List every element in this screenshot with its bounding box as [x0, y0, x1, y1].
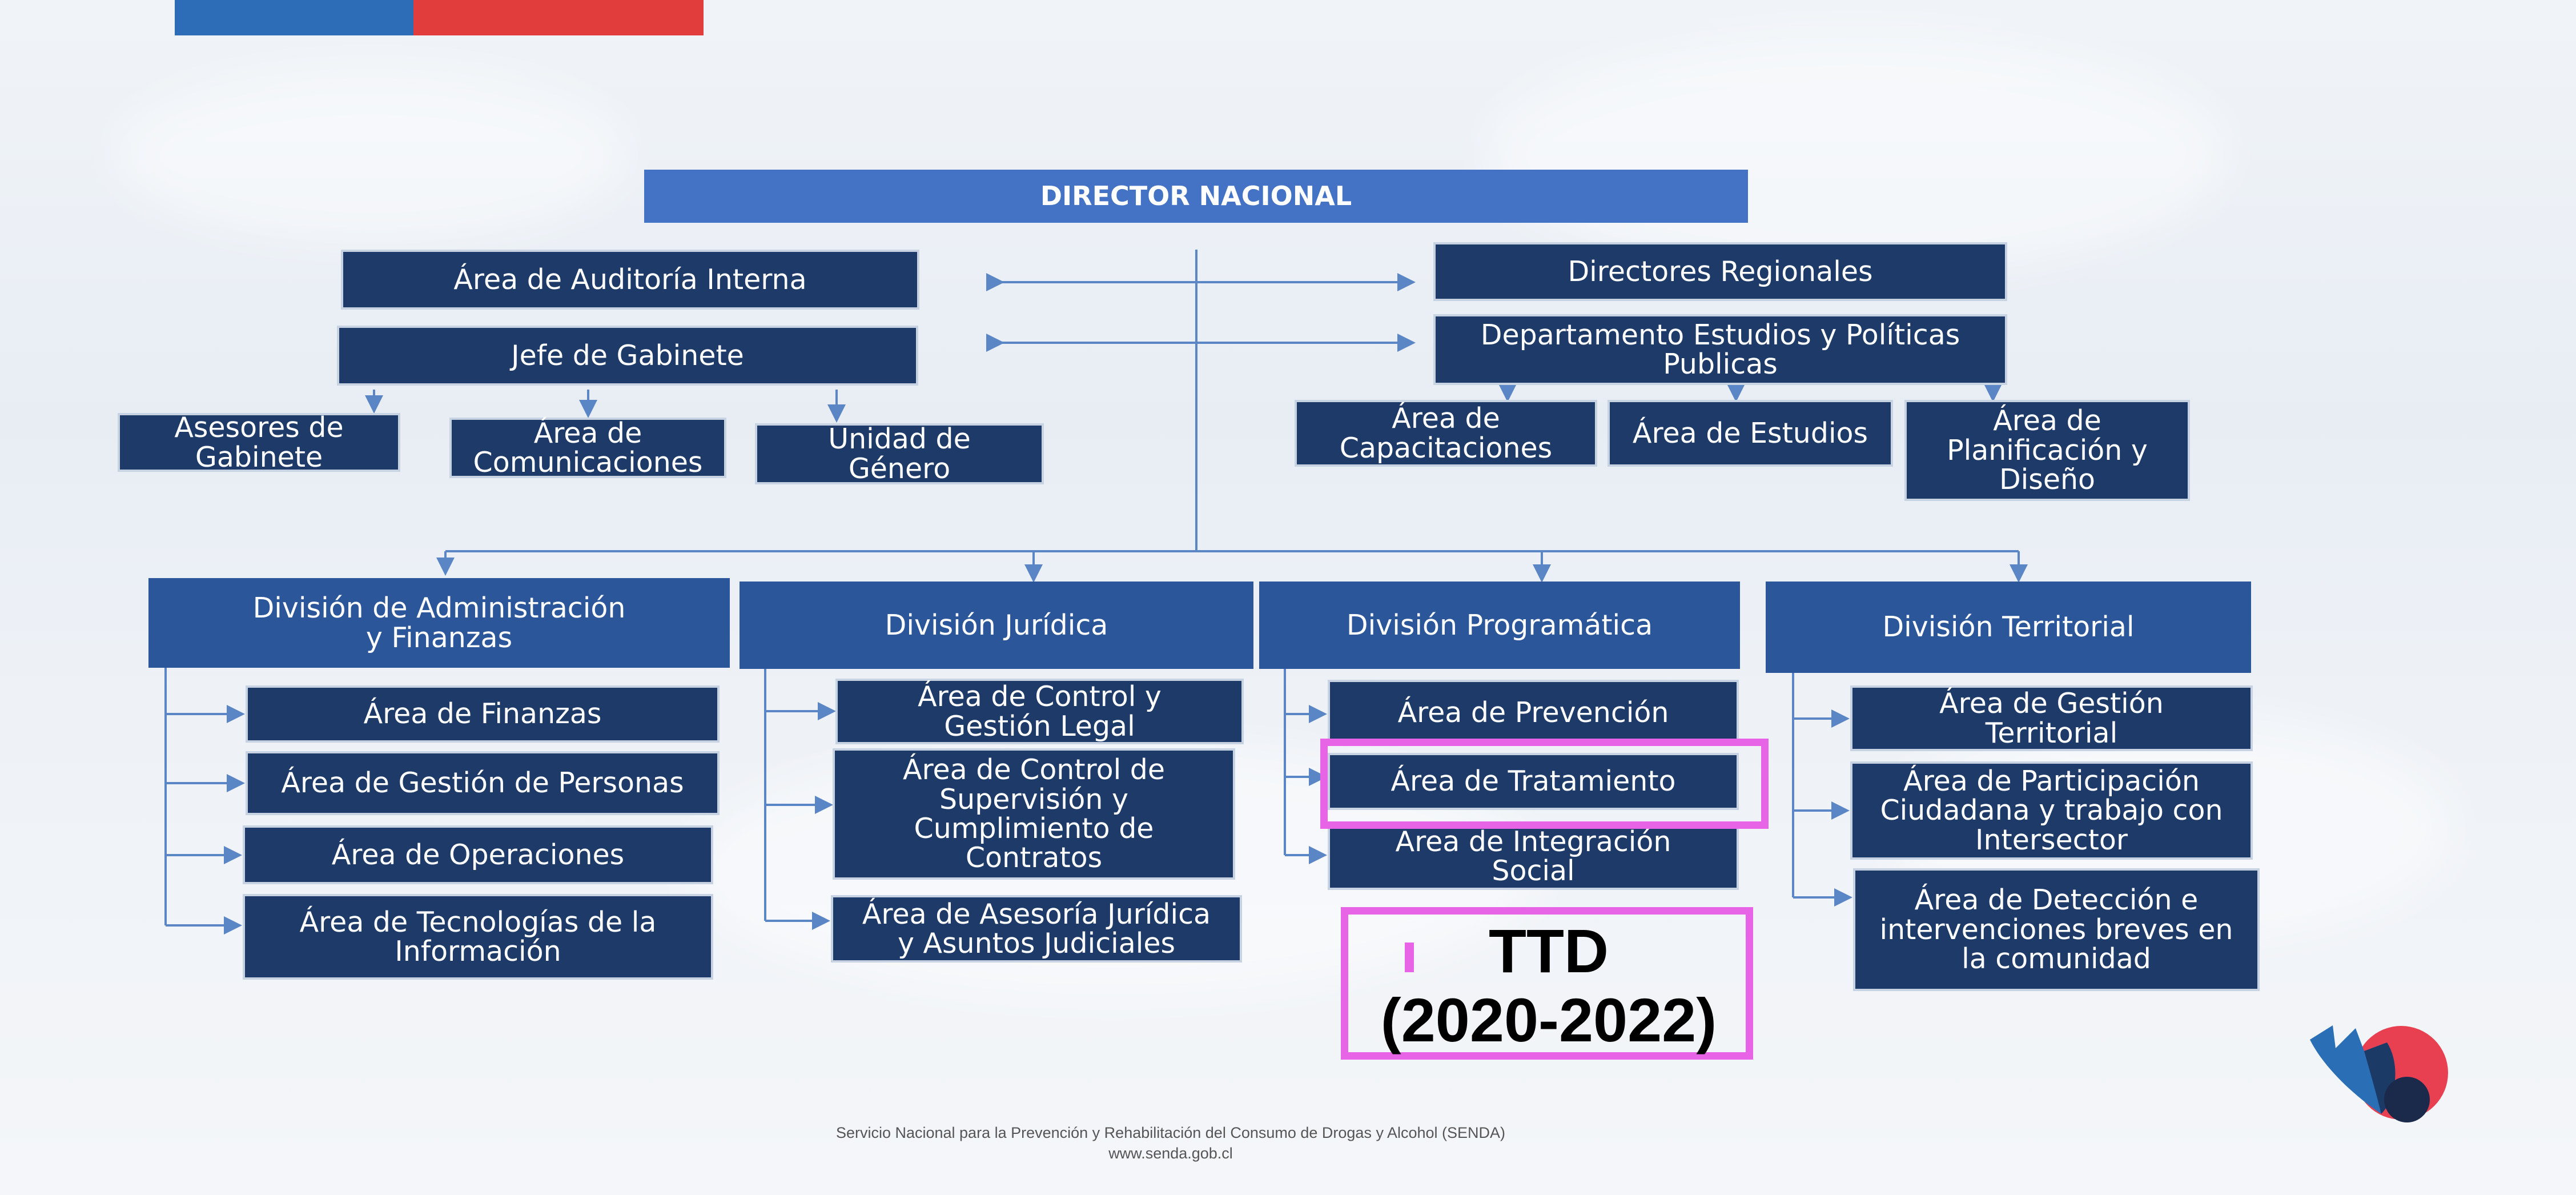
- senda-logo: [2310, 1025, 2448, 1122]
- background-cloud: [1485, 34, 2227, 274]
- area-gestion-de-personas: Área de Gestión de Personas: [246, 751, 720, 815]
- area-participacion-ciudadana: Área de Participación Ciudadana y trabaj…: [1850, 761, 2253, 860]
- area-de-finanzas: Área de Finanzas: [246, 685, 720, 743]
- area-integracion-social: Área de Integración Social: [1328, 823, 1739, 890]
- departamento-estudios-politicas: Departamento Estudios y Políticas Public…: [1433, 314, 2007, 385]
- area-de-operaciones: Área de Operaciones: [243, 825, 713, 884]
- brand-stripe-red: [413, 0, 704, 35]
- area-deteccion-intervenciones: Área de Detección e intervenciones breve…: [1853, 868, 2260, 991]
- area-asesoria-juridica: Área de Asesoría Jurídica y Asuntos Judi…: [831, 895, 1242, 963]
- area-gestion-territorial: Área de Gestión Territorial: [1850, 685, 2253, 751]
- area-auditoria-interna: Área de Auditoría Interna: [341, 250, 919, 310]
- director-nacional: DIRECTOR NACIONAL: [644, 170, 1748, 223]
- area-de-estudios: Área de Estudios: [1608, 400, 1893, 467]
- footer-url: www.senda.gob.cl: [1108, 1145, 1233, 1162]
- area-de-prevencion: Área de Prevención: [1328, 680, 1739, 745]
- division-juridica: División Jurídica: [740, 582, 1253, 669]
- background-cloud: [114, 69, 628, 240]
- area-tecnologias-informacion: Área de Tecnologías de la Información: [243, 894, 713, 980]
- unidad-de-genero: Unidad de Género: [755, 423, 1044, 484]
- area-de-capacitaciones: Área de Capacitaciones: [1295, 400, 1597, 467]
- division-administracion-finanzas: División de Administración y Finanzas: [148, 578, 730, 668]
- asesores-de-gabinete: Asesores de Gabinete: [118, 413, 400, 472]
- area-control-gestion-legal: Área de Control y Gestión Legal: [835, 679, 1244, 744]
- area-de-comunicaciones: Área de Comunicaciones: [449, 418, 726, 478]
- directores-regionales: Directores Regionales: [1433, 242, 2007, 301]
- brand-stripe-blue: [175, 0, 413, 35]
- area-de-planificacion-diseno: Área de Planificación y Diseño: [1904, 400, 2190, 501]
- jefe-de-gabinete: Jefe de Gabinete: [337, 326, 918, 386]
- division-programatica: División Programática: [1259, 582, 1740, 669]
- area-de-tratamiento: Área de Tratamiento: [1328, 753, 1739, 810]
- highlight-ttd: [1341, 907, 1753, 1060]
- footer: Servicio Nacional para la Prevención y R…: [628, 1122, 1713, 1164]
- highlight-marker: [1405, 943, 1414, 972]
- division-territorial: División Territorial: [1766, 582, 2251, 673]
- area-control-supervision-contratos: Área de Control de Supervisión y Cumplim…: [833, 748, 1235, 880]
- footer-agency: Servicio Nacional para la Prevención y R…: [835, 1124, 1506, 1141]
- ttd-annotation: TTD (2020-2022): [1380, 916, 1717, 1054]
- highlight-tratamiento: [1320, 739, 1769, 829]
